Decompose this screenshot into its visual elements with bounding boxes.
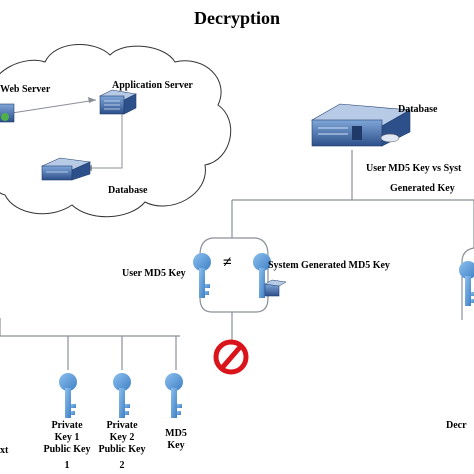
right-database-label: Database	[398, 104, 438, 115]
right-key-icon	[459, 261, 474, 306]
md5-key-line1: MD5	[165, 428, 187, 439]
web-to-app-connector	[11, 99, 97, 114]
private-key-2-line1: Private	[106, 420, 138, 431]
right-bracket	[461, 247, 474, 320]
diagram-title: Decryption	[194, 8, 280, 28]
system-md5-key-label: System Generated MD5 Key	[268, 260, 390, 271]
private-key-1-line3: Public Key	[43, 444, 91, 455]
cloud-database-icon	[40, 157, 92, 181]
small-server-icon	[264, 279, 287, 297]
compare-bracket	[199, 237, 269, 313]
user-md5-key-label: User MD5 Key	[122, 268, 186, 279]
md5-key-line2: Key	[167, 440, 185, 451]
deny-icon	[213, 339, 249, 375]
private-key-1-line2: Key 1	[54, 432, 80, 443]
arrowhead-icon	[88, 97, 96, 103]
application-server-label: Application Server	[112, 80, 193, 91]
right-database-icon	[311, 103, 411, 147]
compare-caption-line2: Generated Key	[390, 183, 455, 194]
md5-key-icon	[165, 373, 183, 418]
right-cut-label: Decr	[446, 420, 467, 431]
private-key-1-line1: Private	[51, 420, 83, 431]
private-key-2-line3: Public Key	[98, 444, 146, 455]
private-key-2-number: 2	[119, 460, 125, 471]
private-key-2-line2: Key 2	[109, 432, 135, 443]
private-key-2-icon	[113, 373, 131, 418]
app-to-db-connector	[88, 112, 123, 169]
web-server-label: Web Server	[0, 84, 51, 95]
private-key-1-icon	[59, 373, 77, 418]
private-key-1-number: 1	[64, 460, 70, 471]
left-cut-label: xt	[0, 445, 9, 456]
cloud-database-label: Database	[108, 185, 148, 196]
application-server-icon	[99, 89, 137, 115]
compare-caption-line1: User MD5 Key vs Syst	[366, 163, 462, 174]
web-server-icon	[0, 103, 15, 123]
user-md5-key-icon	[193, 253, 211, 298]
not-equal-symbol: ≠	[223, 254, 232, 271]
